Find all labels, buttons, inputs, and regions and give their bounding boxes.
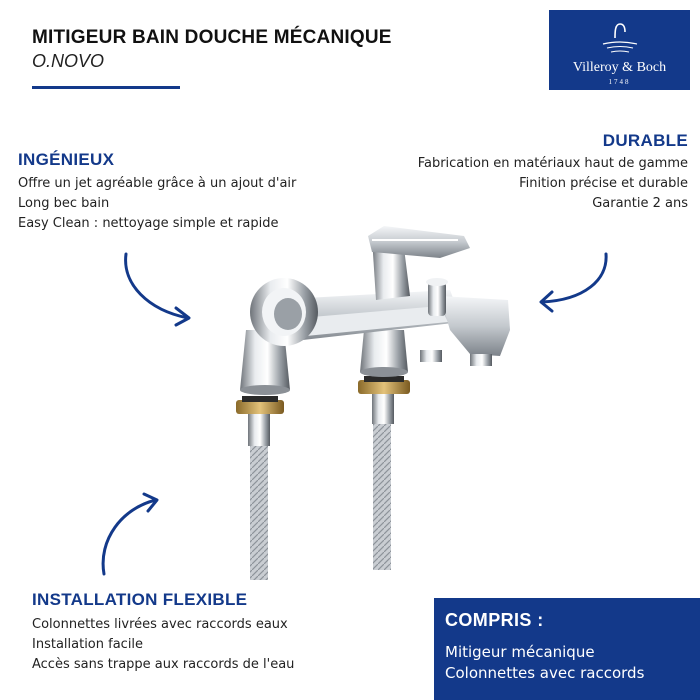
product-name: O.NOVO <box>32 51 105 71</box>
feature-heading: INGÉNIEUX <box>18 150 115 169</box>
feature-line: Finition précise et durable <box>519 176 688 191</box>
page-title: MITIGEUR BAIN DOUCHE MÉCANIQUE <box>32 27 392 48</box>
feature-heading: INSTALLATION FLEXIBLE <box>32 590 248 609</box>
feature-line: Installation facile <box>32 637 144 652</box>
compris-box: COMPRIS : Mitigeur mécanique Colonnettes… <box>434 598 700 700</box>
compris-heading: COMPRIS : <box>445 610 544 630</box>
feature-line: Colonnettes livrées avec raccords eaux <box>32 617 288 632</box>
curved-arrow-icon <box>101 492 159 576</box>
feature-installation: INSTALLATION FLEXIBLE Colonnettes livrée… <box>32 590 294 675</box>
feature-line: Offre un jet agréable grâce à un ajout d… <box>18 176 297 191</box>
feature-line: Easy Clean : nettoyage simple et rapide <box>18 216 279 231</box>
curved-arrow-icon <box>124 252 191 327</box>
feature-line: Garantie 2 ans <box>592 196 688 211</box>
feature-durable: DURABLE Fabrication en matériaux haut de… <box>418 131 688 214</box>
feature-ingenieux: INGÉNIEUX Offre un jet agréable grâce à … <box>18 150 296 234</box>
compris-item: Colonnettes avec raccords <box>445 664 645 682</box>
feature-heading: DURABLE <box>602 131 688 150</box>
title-underline <box>32 86 180 89</box>
feature-line: Long bec bain <box>18 196 110 211</box>
brand-logo-icon <box>602 23 638 53</box>
curved-arrow-icon <box>539 252 608 313</box>
brand-name: Villeroy & Boch <box>572 60 667 75</box>
brand-year: 1748 <box>608 78 631 86</box>
feature-line: Accès sans trappe aux raccords de l'eau <box>32 657 295 672</box>
feature-line: Fabrication en matériaux haut de gamme <box>417 156 688 171</box>
compris-item: Mitigeur mécanique <box>445 643 595 661</box>
brand-logo: Villeroy & Boch 1748 <box>549 10 690 90</box>
